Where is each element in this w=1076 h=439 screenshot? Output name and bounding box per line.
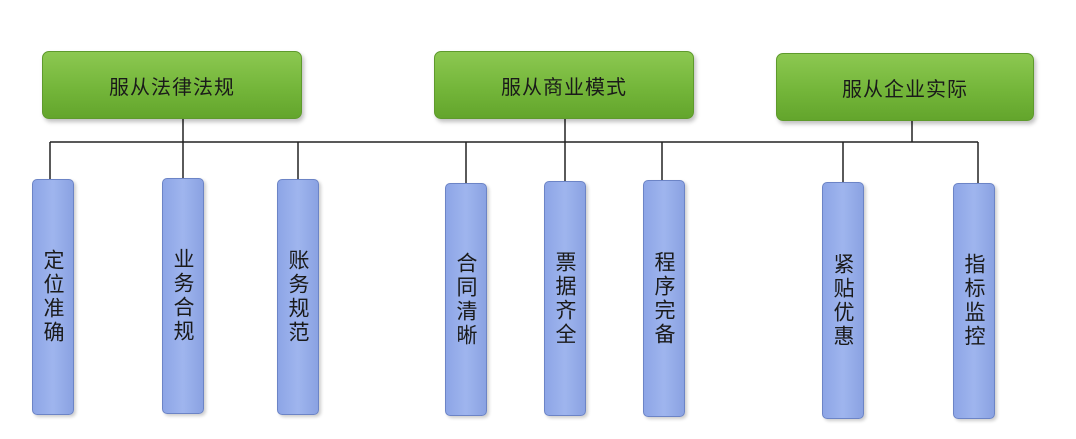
category-label-law: 服从法律法规: [109, 74, 235, 99]
category-box-enterprise: 服从企业实际: [776, 53, 1034, 121]
child-box-procedure: 程序完备: [643, 180, 685, 417]
child-box-incentives: 紧贴优惠: [822, 182, 864, 419]
category-box-business: 服从商业模式: [434, 51, 694, 119]
child-label-contract: 合同清晰: [454, 251, 478, 348]
child-label-invoices: 票据齐全: [553, 250, 577, 347]
child-label-indicators: 指标监控: [962, 253, 986, 349]
child-box-contract: 合同清晰: [445, 183, 487, 416]
category-label-enterprise: 服从企业实际: [842, 76, 968, 101]
child-box-indicators: 指标监控: [953, 183, 995, 419]
category-label-business: 服从商业模式: [501, 74, 627, 99]
child-box-invoices: 票据齐全: [544, 181, 586, 416]
child-label-procedure: 程序完备: [652, 250, 676, 347]
child-box-business-compliance: 业务合规: [162, 178, 204, 414]
child-label-business-compliance: 业务合规: [171, 248, 195, 344]
child-label-incentives: 紧贴优惠: [831, 252, 855, 349]
child-label-accounting: 账务规范: [286, 249, 310, 345]
child-box-positioning: 定位准确: [32, 179, 74, 415]
child-label-positioning: 定位准确: [41, 249, 65, 345]
category-box-law: 服从法律法规: [42, 51, 302, 119]
child-box-accounting: 账务规范: [277, 179, 319, 415]
